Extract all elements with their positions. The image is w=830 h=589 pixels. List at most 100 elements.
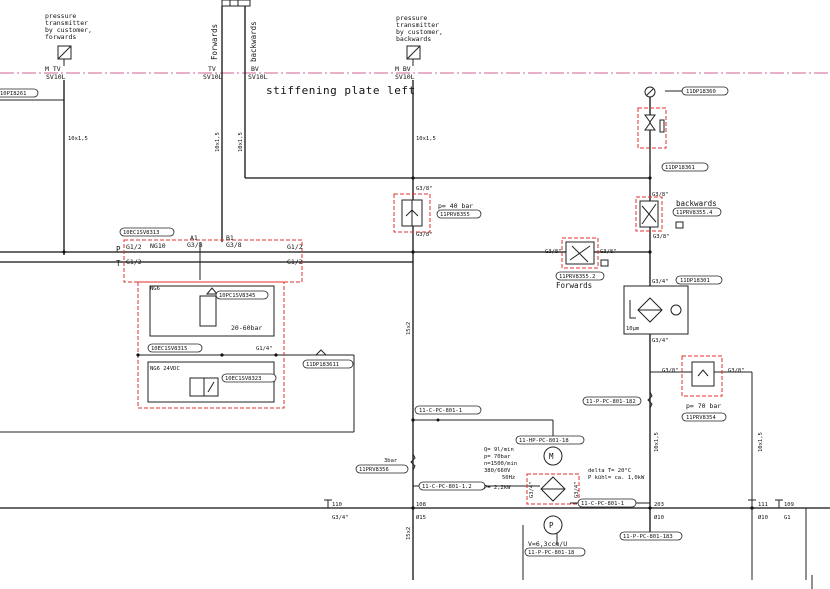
svg-text:G3/4": G3/4" [529, 481, 535, 498]
svg-text:20-60bar: 20-60bar [231, 324, 262, 332]
svg-text:G3/8": G3/8" [416, 186, 433, 192]
connector-block-top: Forwards backwards TV SV10L BV SV10L [203, 0, 268, 81]
svg-text:backwards: backwards [396, 35, 431, 43]
svg-text:G1/2: G1/2 [126, 243, 142, 251]
svg-text:G3/8": G3/8" [653, 234, 670, 240]
svg-text:11DP18360: 11DP18360 [686, 89, 716, 95]
svg-text:SV10L: SV10L [248, 73, 268, 81]
svg-text:111: 111 [758, 502, 768, 508]
pump-area-tags: 11-C-PC-801-1 3bar 11PRV8356 11-C-PC-801… [355, 405, 486, 491]
svg-text:B1: B1 [226, 234, 234, 242]
svg-text:203: 203 [654, 502, 664, 508]
svg-text:p= 70 bar: p= 70 bar [686, 402, 721, 410]
svg-text:11PRV8355.4: 11PRV8355.4 [676, 210, 713, 216]
svg-text:10EC1SV8313: 10EC1SV8313 [123, 230, 159, 236]
svg-text:10PI8261: 10PI8261 [0, 91, 27, 97]
svg-text:backwards: backwards [676, 199, 717, 208]
svg-text:10x1,5: 10x1,5 [758, 432, 764, 452]
svg-text:p= 70bar: p= 70bar [484, 454, 511, 460]
ng10-valve-manifold: 10EC1SV8313 NG10 G1/2 G1/2 G1/2 G1/2 A1 … [116, 227, 303, 283]
svg-text:Forwards: Forwards [556, 281, 592, 290]
svg-text:11-C-PC-801-1.2: 11-C-PC-801-1.2 [422, 484, 472, 490]
pressure-transmitter-backwards: pressure transmitter by customer, backwa… [395, 14, 443, 81]
svg-text:11-P-PC-801-18: 11-P-PC-801-18 [528, 550, 574, 556]
svg-text:G3/4": G3/4" [652, 279, 669, 285]
pressure-gauge-right: 11DP18360 11DP18361 [637, 86, 729, 172]
svg-text:10EC1SV8315: 10EC1SV8315 [151, 346, 187, 352]
throttle-check-valve-forwards: G3/8" G3/8" 11PRV8355.2 Forwards [545, 237, 617, 290]
svg-text:pressure: pressure [45, 12, 76, 20]
svg-text:backwards: backwards [249, 21, 258, 62]
svg-text:11-P-PC-801-182: 11-P-PC-801-182 [586, 399, 636, 405]
svg-text:G3/4": G3/4" [652, 338, 669, 344]
svg-text:G1/2: G1/2 [287, 258, 303, 266]
svg-text:11-C-PC-801-1: 11-C-PC-801-1 [419, 408, 462, 414]
svg-text:15x2: 15x2 [406, 527, 412, 540]
svg-text:P kühl= ca. 1,0kW: P kühl= ca. 1,0kW [588, 475, 645, 481]
svg-text:SV10L: SV10L [203, 73, 223, 81]
svg-text:G3/4": G3/4" [574, 481, 580, 498]
svg-text:50Hz: 50Hz [502, 475, 515, 481]
svg-text:G3/8: G3/8 [226, 241, 242, 249]
pressure-relief-valve-40bar: G3/8" G3/8" p= 40 bar 11PRV8355 [393, 186, 482, 238]
svg-text:11-HP-PC-801-18: 11-HP-PC-801-18 [519, 438, 569, 444]
svg-text:10EC1SV8323: 10EC1SV8323 [225, 376, 261, 382]
svg-text:NG10: NG10 [150, 242, 166, 250]
svg-text:G1/2: G1/2 [287, 243, 303, 251]
svg-text:SV10L: SV10L [395, 73, 415, 81]
junction-dots [62, 176, 754, 510]
svg-text:G1/2: G1/2 [126, 258, 142, 266]
svg-text:transmitter: transmitter [396, 21, 439, 29]
svg-text:V=6,3ccm/U: V=6,3ccm/U [528, 540, 567, 548]
svg-text:10x1,5: 10x1,5 [654, 432, 660, 452]
bottom-tags: 11-P-PC-801-183 110 G3/4" 108 Ø15 203 Ø1… [324, 499, 794, 541]
svg-text:transmitter: transmitter [45, 19, 88, 27]
svg-text:109: 109 [784, 502, 794, 508]
svg-text:11PRV8356: 11PRV8356 [359, 467, 389, 473]
svg-text:15x2: 15x2 [406, 322, 412, 335]
pipe-size-labels: 10x1,5 10x1,5 10x1,5 10x1,5 15x2 15x2 10… [68, 132, 764, 540]
svg-text:G3/8": G3/8" [662, 368, 679, 374]
svg-text:11DP18301: 11DP18301 [680, 278, 710, 284]
svg-text:by customer,: by customer, [45, 26, 92, 34]
svg-text:11DP18361: 11DP18361 [665, 165, 695, 171]
pressure-reducing-block: NG6 10PC1SV8345 20-60bar 10EC1SV8315 G1/… [137, 281, 354, 409]
svg-text:G3/8": G3/8" [600, 249, 617, 255]
svg-text:G3/8": G3/8" [728, 368, 745, 374]
svg-text:108: 108 [416, 502, 426, 508]
svg-text:T: T [116, 259, 121, 268]
svg-text:Q= 9l/min: Q= 9l/min [484, 447, 514, 453]
pressure-relief-valve-70bar: G3/8" G3/8" p= 70 bar 11PRV8354 11-P-PC-… [582, 355, 745, 422]
svg-text:pressure: pressure [396, 14, 427, 22]
svg-text:G1/4": G1/4" [256, 346, 273, 352]
svg-text:G3/8": G3/8" [416, 232, 433, 238]
svg-text:Ø10: Ø10 [654, 514, 664, 521]
stiffening-plate-label: stiffening plate left [266, 84, 416, 97]
motor-icon [543, 446, 563, 466]
svg-text:Ø15: Ø15 [416, 514, 426, 521]
svg-text:10µm: 10µm [626, 326, 640, 332]
svg-text:10x1,5: 10x1,5 [68, 136, 88, 142]
svg-text:P: P [549, 521, 554, 530]
throttle-check-valve-backwards: G3/8" G3/8" backwards 11PRV8355.4 [635, 192, 722, 240]
svg-text:A1: A1 [190, 234, 198, 242]
svg-text:11PRV8355: 11PRV8355 [440, 212, 470, 218]
svg-text:3bar: 3bar [384, 458, 398, 464]
svg-text:Ø10: Ø10 [758, 514, 768, 521]
svg-text:n=1500/min: n=1500/min [484, 461, 517, 467]
svg-text:M TV: M TV [45, 65, 61, 73]
svg-text:Forwards: Forwards [210, 24, 219, 60]
lock-icon [600, 259, 609, 267]
svg-text:11PRV8354: 11PRV8354 [686, 415, 716, 421]
svg-text:11-C-PC-801-1: 11-C-PC-801-1 [581, 501, 624, 507]
svg-text:380/660V: 380/660V [484, 468, 511, 474]
svg-text:p= 40 bar: p= 40 bar [438, 202, 473, 210]
svg-text:10x1,5: 10x1,5 [416, 136, 436, 142]
svg-text:G3/8": G3/8" [652, 192, 669, 198]
svg-text:G1: G1 [784, 515, 791, 521]
svg-text:TV: TV [208, 65, 216, 73]
svg-text:110: 110 [332, 502, 342, 508]
svg-text:G3/4": G3/4" [332, 515, 349, 521]
svg-text:G3/8: G3/8 [187, 241, 203, 249]
